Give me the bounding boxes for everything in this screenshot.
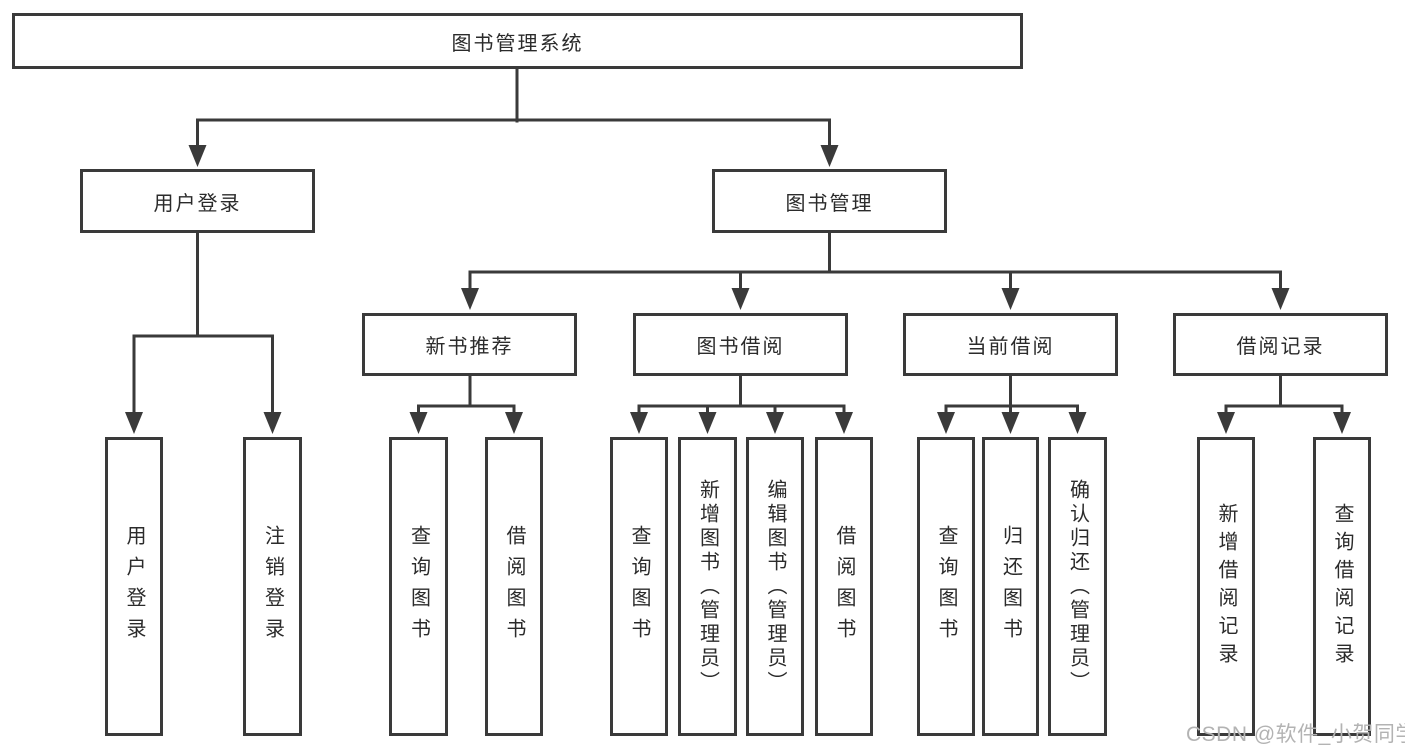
leaf-br-query-record: 查询借阅记录 xyxy=(1313,437,1371,736)
leaf-cb-confirm-return-admin: 确认归还（管理员） xyxy=(1048,437,1107,736)
node-user-login-module: 用户登录 xyxy=(80,169,315,233)
leaf-bb-edit-book-admin-label: 编辑图书（管理员） xyxy=(764,478,786,695)
node-new-book-recommend-label: 新书推荐 xyxy=(425,336,514,358)
leaf-cb-return-book-label: 归还图书 xyxy=(999,524,1022,649)
leaf-cb-query-book-label: 查询图书 xyxy=(935,524,957,649)
node-user-login-module-label: 用户登录 xyxy=(153,192,242,215)
leaf-bb-query-book-label: 查询图书 xyxy=(628,524,650,649)
arrowheads xyxy=(125,145,1351,434)
leaf-nbr-borrow-book-label: 借阅图书 xyxy=(503,524,525,649)
csdn-watermark: CSDN @软件_小贺同学 xyxy=(1186,723,1405,746)
leaf-bb-borrow-book: 借阅图书 xyxy=(815,437,873,736)
node-current-borrow-label: 当前借阅 xyxy=(966,336,1055,358)
node-root-label: 图书管理系统 xyxy=(451,32,584,55)
leaf-br-query-record-label: 查询借阅记录 xyxy=(1331,502,1353,671)
node-borrow-record: 借阅记录 xyxy=(1173,313,1388,376)
leaf-br-add-record: 新增借阅记录 xyxy=(1197,437,1255,736)
leaf-bb-add-book-admin: 新增图书（管理员） xyxy=(678,437,737,736)
leaf-bb-borrow-book-label: 借阅图书 xyxy=(833,524,855,649)
leaf-bb-edit-book-admin: 编辑图书（管理员） xyxy=(746,437,804,736)
leaf-logout: 注销登录 xyxy=(243,437,302,736)
leaf-nbr-borrow-book: 借阅图书 xyxy=(485,437,543,736)
leaf-user-login-label: 用户登录 xyxy=(123,524,145,649)
node-book-borrow: 图书借阅 xyxy=(633,313,848,376)
node-book-management-module: 图书管理 xyxy=(712,169,947,233)
node-new-book-recommend: 新书推荐 xyxy=(362,313,577,376)
leaf-cb-return-book: 归还图书 xyxy=(982,437,1039,736)
node-book-borrow-label: 图书借阅 xyxy=(696,336,785,358)
leaf-br-add-record-label: 新增借阅记录 xyxy=(1215,502,1237,671)
node-current-borrow: 当前借阅 xyxy=(903,313,1118,376)
leaf-bb-add-book-admin-label: 新增图书（管理员） xyxy=(696,478,719,695)
leaf-cb-confirm-return-admin-label: 确认归还（管理员） xyxy=(1066,478,1089,695)
node-root: 图书管理系统 xyxy=(12,13,1023,69)
leaf-user-login: 用户登录 xyxy=(105,437,163,736)
leaf-logout-label: 注销登录 xyxy=(261,524,284,649)
leaf-nbr-query-book: 查询图书 xyxy=(389,437,448,736)
leaf-cb-query-book: 查询图书 xyxy=(917,437,975,736)
node-borrow-record-label: 借阅记录 xyxy=(1236,336,1325,358)
leaf-bb-query-book: 查询图书 xyxy=(610,437,668,736)
node-book-management-module-label: 图书管理 xyxy=(785,192,874,215)
leaf-nbr-query-book-label: 查询图书 xyxy=(407,524,430,649)
branch-lines xyxy=(132,67,1344,419)
